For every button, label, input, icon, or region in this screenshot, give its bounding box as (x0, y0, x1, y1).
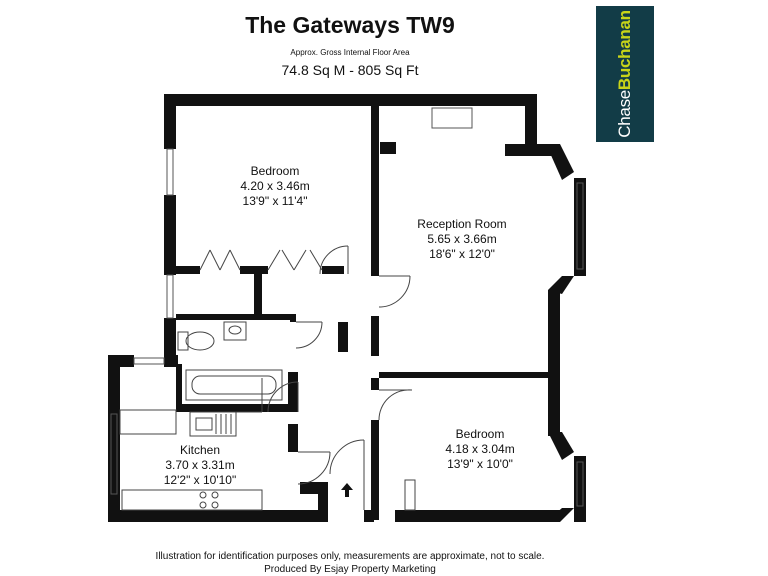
floor-area: 74.8 Sq M - 805 Sq Ft (281, 62, 419, 78)
windows (110, 107, 584, 507)
room-label-bedroom-1: Bedroom 4.20 x 3.46m 13'9" x 11'4" (205, 164, 345, 209)
room-label-kitchen: Kitchen 3.70 x 3.31m 12'2" x 10'10" (130, 443, 270, 488)
disclaimer-text: Illustration for identification purposes… (155, 551, 545, 562)
room-size-imperial: 13'9" x 11'4" (242, 194, 308, 208)
doors (199, 245, 413, 510)
internal-walls (176, 106, 560, 520)
fixtures (119, 321, 416, 511)
room-label-reception: Reception Room 5.65 x 3.66m 18'6" x 12'0… (392, 217, 532, 262)
entrance-arrow-icon (341, 483, 353, 497)
room-size-imperial: 13'9" x 10'0" (447, 457, 513, 471)
plan-subtitle: Approx. Gross Internal Floor Area (290, 48, 410, 57)
room-name: Reception Room (417, 217, 507, 231)
producer-credit: Produced By Esjay Property Marketing (264, 564, 436, 575)
room-size-imperial: 18'6" x 12'0" (429, 247, 495, 261)
room-size-metric: 3.70 x 3.31m (165, 458, 235, 472)
chase-buchanan-logo[interactable]: ChaseBuchanan (596, 6, 654, 142)
room-name: Bedroom (250, 164, 300, 178)
room-size-metric: 4.20 x 3.46m (240, 179, 310, 193)
room-size-metric: 4.18 x 3.04m (445, 442, 515, 456)
room-size-imperial: 12'2" x 10'10" (163, 473, 237, 487)
room-name: Bedroom (455, 427, 505, 441)
plan-title: The Gateways TW9 (245, 12, 455, 38)
room-name: Kitchen (179, 443, 221, 457)
room-label-bedroom-2: Bedroom 4.18 x 3.04m 13'9" x 10'0" (410, 427, 550, 472)
room-size-metric: 5.65 x 3.66m (427, 232, 497, 246)
external-walls (108, 94, 586, 522)
